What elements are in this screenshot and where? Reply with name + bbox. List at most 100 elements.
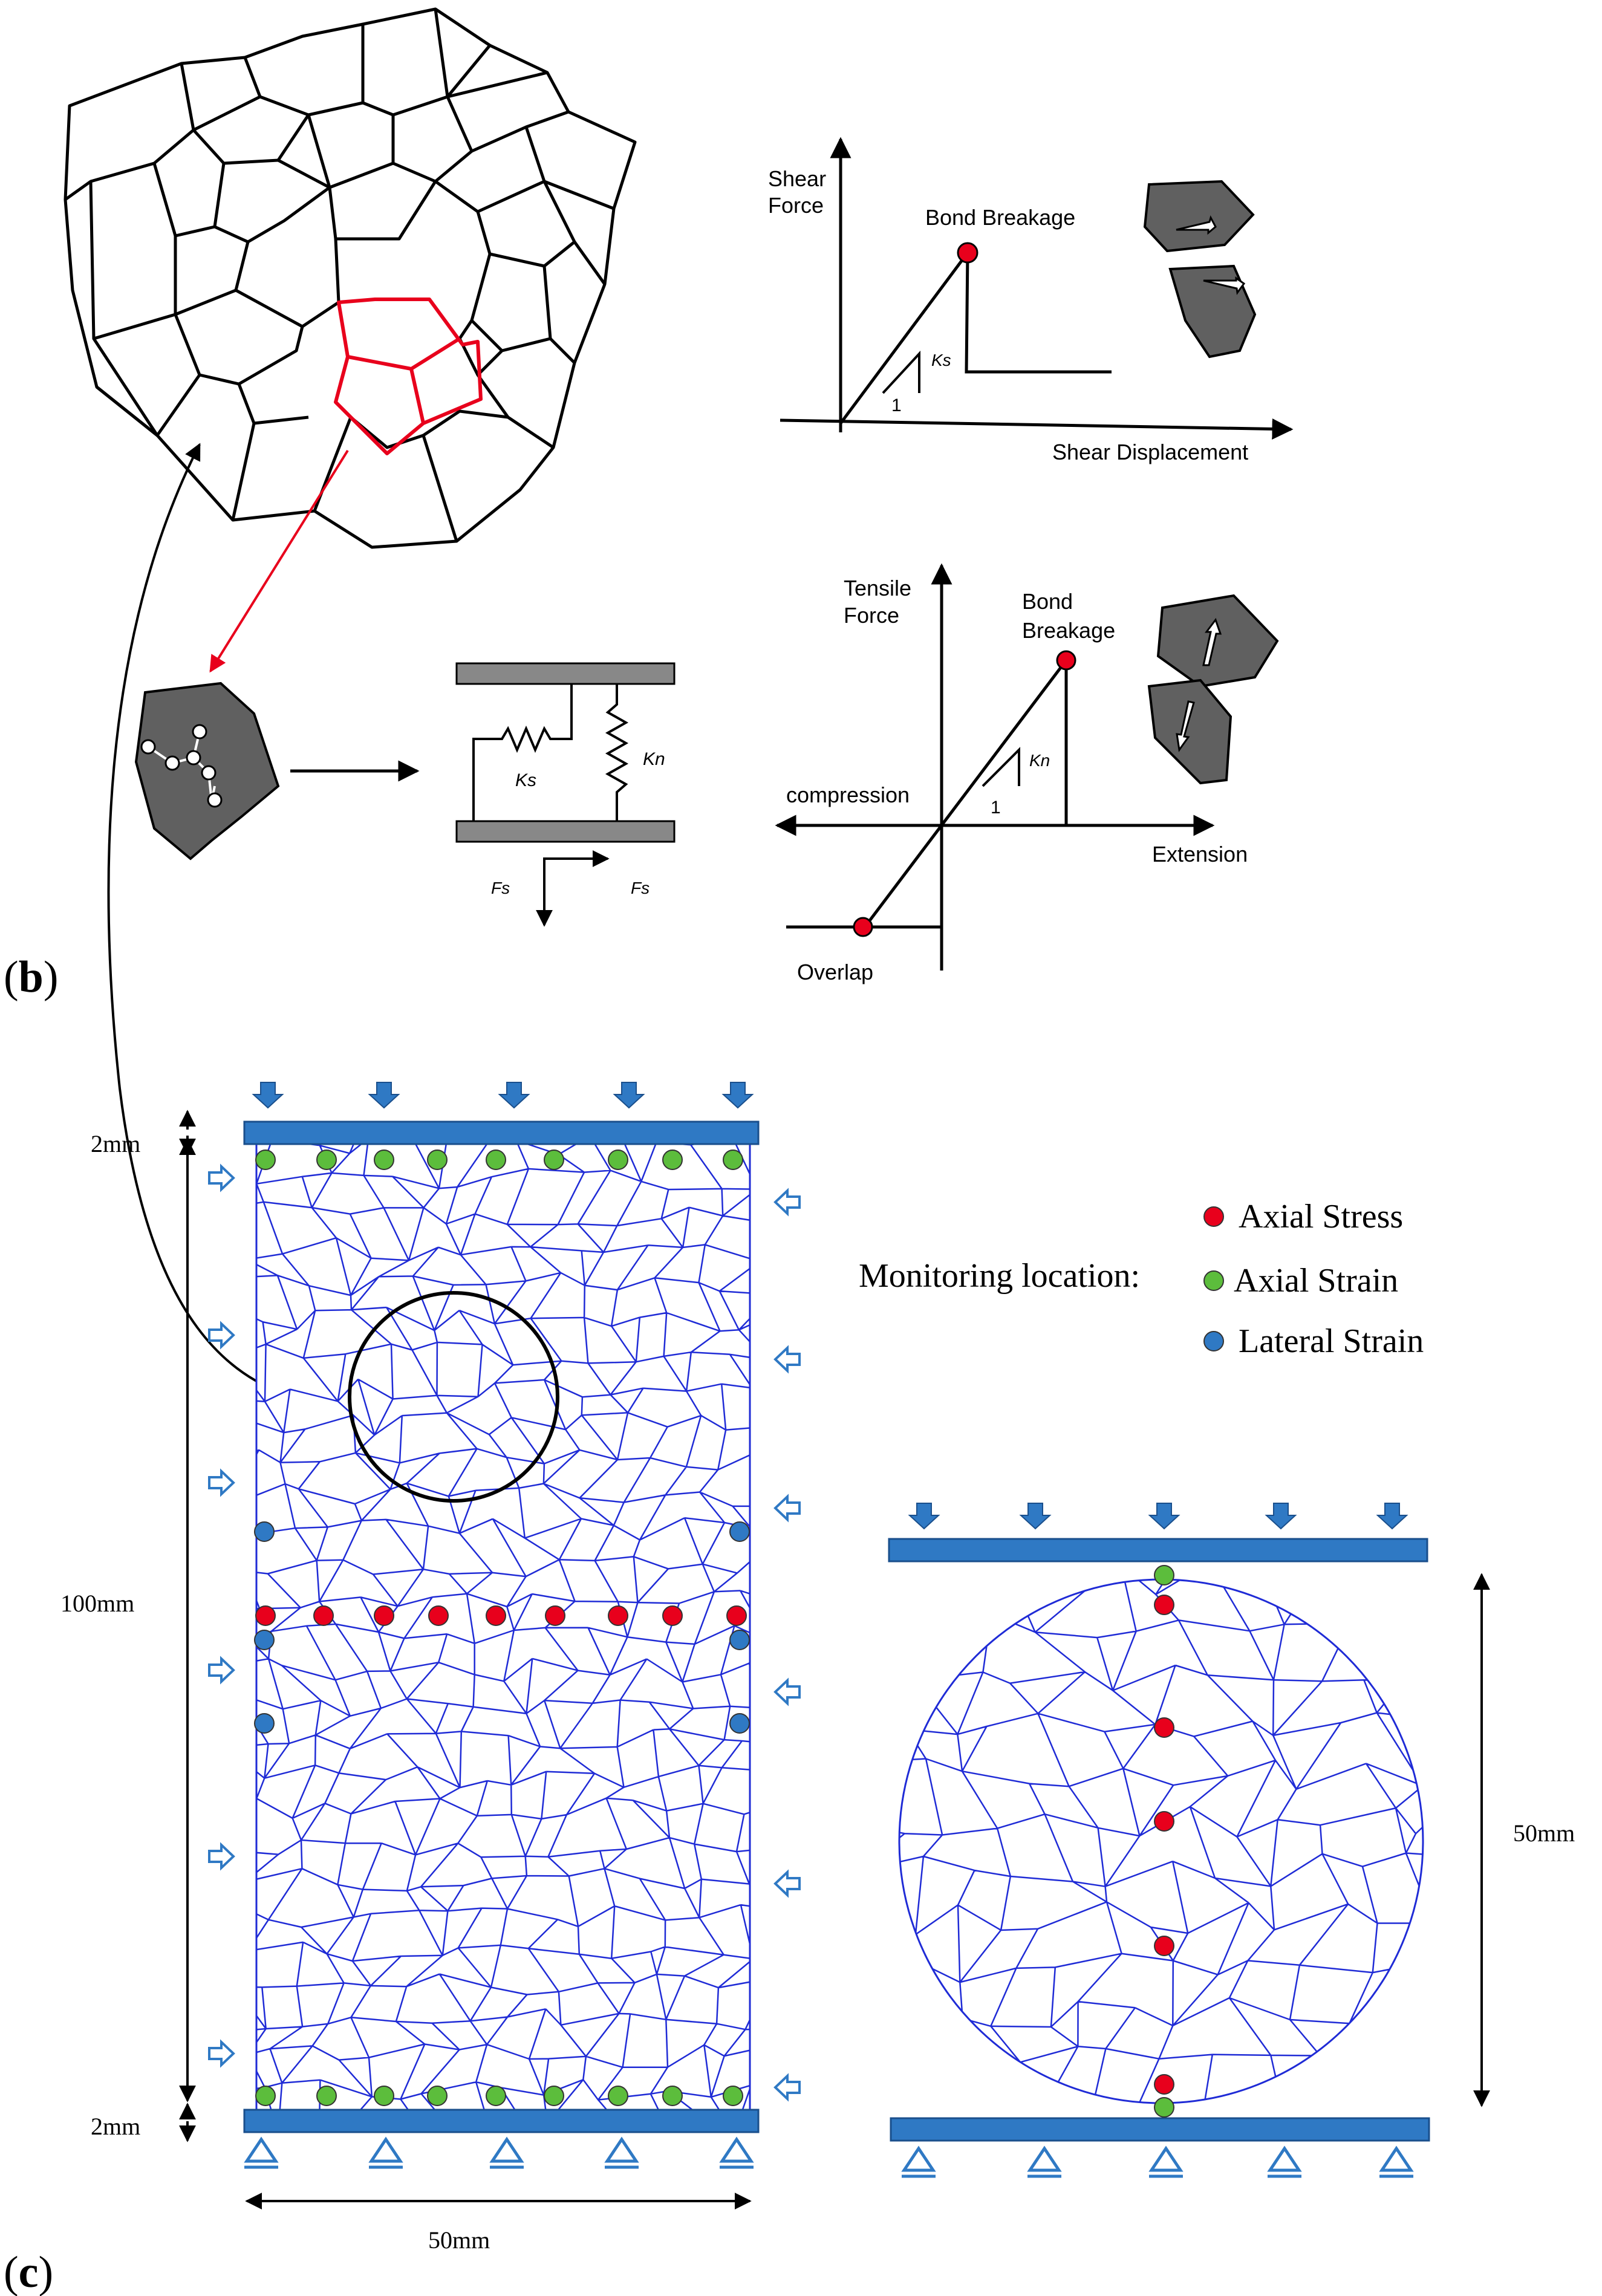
shear-stiffness: Ks bbox=[931, 351, 951, 369]
lateral-strain-point bbox=[729, 1713, 750, 1734]
axial-strain-point bbox=[427, 1150, 448, 1170]
rectangular-specimen bbox=[208, 1082, 801, 2169]
axial-strain-point bbox=[316, 1150, 337, 1170]
tensile-grain-pair-icon bbox=[1147, 594, 1279, 785]
axial-strain-point bbox=[723, 1150, 743, 1170]
axial-strain-point bbox=[723, 2086, 743, 2106]
axial-stress-point bbox=[1154, 1936, 1174, 1956]
shear-ylabel-2: Force bbox=[768, 193, 824, 218]
confining-pressure-arrow bbox=[208, 1163, 235, 1192]
magnified-region-circle bbox=[348, 1291, 559, 1503]
platen-bottom-dim: 2mm bbox=[91, 2113, 140, 2140]
axial-stress-point bbox=[1154, 1811, 1174, 1832]
axial-strain-point bbox=[486, 2086, 506, 2106]
axial-stress-point bbox=[662, 1605, 683, 1626]
support-icon bbox=[1027, 2145, 1062, 2172]
tensile-xlabel-right: Extension bbox=[1152, 842, 1248, 867]
axial-strain-point bbox=[427, 2086, 448, 2106]
confining-pressure-arrow bbox=[773, 1494, 801, 1523]
axial-load-arrow bbox=[613, 1082, 645, 1109]
axial-stress-point bbox=[313, 1605, 334, 1626]
support-icon bbox=[719, 2136, 754, 2163]
specimen-dimensions: 2mm 100mm 2mm 50mm bbox=[60, 1110, 752, 2254]
confining-pressure-arrow bbox=[208, 1842, 235, 1871]
disc-specimen: 50mm bbox=[888, 1503, 1575, 2178]
disc-diameter-dim: 50mm bbox=[1513, 1820, 1575, 1847]
zoom-pointer-arrow bbox=[209, 449, 349, 673]
lateral-strain-point bbox=[729, 1630, 750, 1650]
disc-bottom-platen bbox=[890, 2117, 1430, 2142]
tensile-event-label-1: Bond bbox=[1022, 589, 1073, 614]
tensile-overlap-label: Overlap bbox=[797, 960, 873, 984]
highlighted-grain bbox=[334, 298, 483, 455]
shear-force-chart: Shear Force Bond Breakage Shear Displace… bbox=[768, 137, 1294, 464]
svg-text:Axial Strain: Axial Strain bbox=[1234, 1262, 1398, 1299]
lateral-strain-point bbox=[254, 1521, 275, 1542]
legend-title: Monitoring location: bbox=[859, 1257, 1140, 1295]
tensile-ylabel-2: Force bbox=[844, 603, 899, 628]
axial-strain-point bbox=[662, 1150, 683, 1170]
support-icon bbox=[489, 2136, 524, 2163]
support-icon bbox=[604, 2136, 639, 2163]
overlap-point bbox=[853, 917, 873, 937]
lateral-strain-point bbox=[254, 1630, 275, 1650]
tensile-stiffness: Kn bbox=[1029, 751, 1050, 770]
axial-load-arrow bbox=[1148, 1503, 1180, 1530]
disc-top-platen bbox=[888, 1538, 1428, 1563]
confining-pressure-arrow bbox=[773, 1188, 801, 1217]
axial-stress-point bbox=[374, 1605, 394, 1626]
support-icon bbox=[244, 2136, 279, 2163]
shear-slope-run: 1 bbox=[891, 395, 902, 415]
shear-ylabel-1: Shear bbox=[768, 166, 826, 191]
legend-item-axial-strain: Axial Strain bbox=[1203, 1262, 1398, 1299]
legend-item-axial-stress: Axial Stress bbox=[1203, 1198, 1403, 1235]
axial-load-arrow bbox=[721, 1082, 754, 1109]
monitoring-legend: Monitoring location: Axial Stress Axial … bbox=[859, 1198, 1424, 1360]
axial-stress-point bbox=[726, 1605, 747, 1626]
confining-pressure-arrow bbox=[208, 1656, 235, 1685]
bottom-platen bbox=[243, 2109, 760, 2133]
support-icon bbox=[1267, 2145, 1302, 2172]
tensile-slope-run: 1 bbox=[991, 798, 1001, 818]
top-platen bbox=[243, 1120, 760, 1145]
shear-xlabel: Shear Displacement bbox=[1052, 440, 1248, 464]
support-icon bbox=[1379, 2145, 1414, 2172]
tensile-event-label-2: Breakage bbox=[1022, 618, 1115, 643]
axial-load-arrow bbox=[908, 1503, 940, 1530]
axial-strain-point bbox=[255, 2086, 276, 2106]
confining-pressure-arrow bbox=[773, 2073, 801, 2102]
support-icon bbox=[901, 2145, 936, 2172]
lateral-strain-point bbox=[729, 1521, 750, 1542]
support-icon bbox=[368, 2136, 403, 2163]
lateral-strain-point bbox=[254, 1713, 275, 1734]
axial-strain-point bbox=[1154, 2097, 1174, 2118]
shear-grain-pair-icon bbox=[1143, 180, 1257, 359]
voronoi-mesh bbox=[256, 1144, 750, 2110]
force-right-label: Fs bbox=[631, 879, 650, 897]
platen-top-dim: 2mm bbox=[91, 1130, 140, 1157]
axial-strain-point bbox=[608, 1150, 628, 1170]
height-dim: 100mm bbox=[60, 1590, 134, 1617]
shear-event-label: Bond Breakage bbox=[925, 205, 1075, 230]
axial-strain-point bbox=[486, 1150, 506, 1170]
confining-pressure-arrow bbox=[773, 1345, 801, 1374]
axial-load-arrow bbox=[252, 1082, 284, 1109]
axial-strain-point bbox=[608, 2086, 628, 2106]
confining-pressure-arrow bbox=[773, 1869, 801, 1898]
support-icon bbox=[1148, 2145, 1184, 2172]
axial-strain-point bbox=[1154, 1565, 1174, 1585]
confining-pressure-arrow bbox=[208, 1468, 235, 1497]
axial-load-arrow bbox=[1376, 1503, 1408, 1530]
axial-stress-point bbox=[545, 1605, 565, 1626]
svg-text:Lateral Strain: Lateral Strain bbox=[1239, 1322, 1424, 1360]
axial-strain-point bbox=[544, 2086, 564, 2106]
axial-stress-point bbox=[255, 1605, 276, 1626]
axial-stress-point bbox=[486, 1605, 506, 1626]
axial-load-arrow bbox=[498, 1082, 530, 1109]
svg-text:Axial Stress: Axial Stress bbox=[1239, 1198, 1403, 1235]
voronoi-grain-cluster bbox=[63, 7, 637, 549]
axial-stress-point bbox=[428, 1605, 449, 1626]
axial-stress-point bbox=[1154, 2074, 1174, 2095]
axial-strain-point bbox=[544, 1150, 564, 1170]
bonded-grain-icon bbox=[134, 681, 280, 860]
